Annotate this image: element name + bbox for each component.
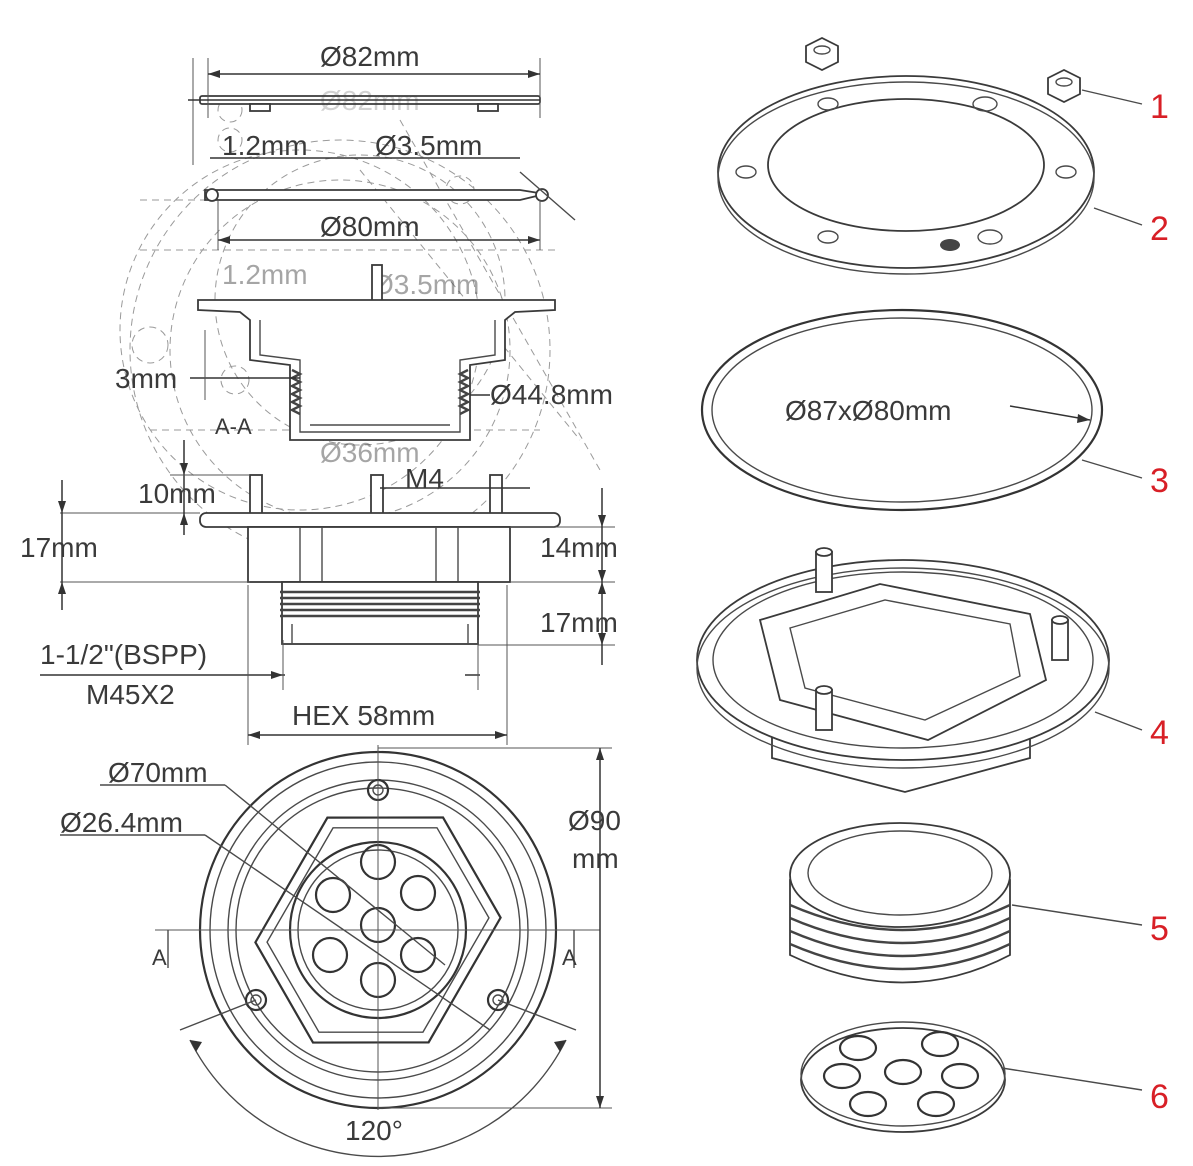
o-ring-dimension: Ø87xØ80mm bbox=[785, 395, 952, 426]
callout-1: 1 bbox=[1150, 88, 1169, 126]
dim-outer-diameter-90-unit: mm bbox=[572, 843, 619, 874]
callout-4: 4 bbox=[1150, 714, 1169, 752]
bottom-view bbox=[60, 745, 612, 1158]
dim-hole-diameter: Ø3.5mm bbox=[375, 130, 482, 161]
dim-thread-spec: 1-1/2"(BSPP) bbox=[40, 639, 207, 670]
dim-hex-size: HEX 58mm bbox=[292, 700, 435, 731]
part-2-mounting-ring bbox=[717, 75, 1143, 275]
dim-thread-metric: M45X2 bbox=[86, 679, 175, 710]
section-mark-right: A bbox=[562, 945, 577, 970]
callout-5: 5 bbox=[1150, 910, 1169, 948]
dim-total-height: 17mm bbox=[20, 532, 98, 563]
dim-stud-height: 10mm bbox=[138, 478, 216, 509]
dim-bore-ghost: Ø36mm bbox=[320, 437, 420, 468]
dim-depth: 3mm bbox=[115, 363, 177, 394]
section-label: A-A bbox=[215, 414, 252, 439]
dim-bore: Ø44.8mm bbox=[490, 379, 613, 410]
callout-2: 2 bbox=[1150, 210, 1169, 248]
dim-bottom-hole-diameter: Ø26.4mm bbox=[60, 807, 183, 838]
part-6-grommet-plate bbox=[800, 1021, 1143, 1133]
top-dimension-lines bbox=[188, 58, 541, 250]
side-view bbox=[40, 440, 615, 745]
dim-plate-thickness-ghost: 1.2mm bbox=[222, 259, 308, 290]
dim-thread-length: 17mm bbox=[540, 607, 618, 638]
dim-angle: 120° bbox=[345, 1115, 403, 1146]
dim-hole-diameter-ghost: Ø3.5mm bbox=[372, 269, 479, 300]
callout-6: 6 bbox=[1150, 1078, 1169, 1116]
callout-3: 3 bbox=[1150, 462, 1169, 500]
dim-inner-diameter: Ø80mm bbox=[320, 211, 420, 242]
section-mark-left: A bbox=[152, 945, 167, 970]
part-4-hex-housing bbox=[696, 547, 1143, 793]
part-5-threaded-insert bbox=[789, 822, 1143, 984]
dim-hex-height: 14mm bbox=[540, 532, 618, 563]
dim-outer-diameter-90: Ø90 bbox=[568, 805, 621, 836]
thread-lines bbox=[280, 590, 480, 618]
section-view bbox=[190, 264, 556, 441]
dim-bottom-inner-diameter: Ø70mm bbox=[108, 757, 208, 788]
part-3-o-ring bbox=[700, 308, 1143, 512]
dim-outer-diameter: Ø82mm bbox=[320, 41, 420, 72]
dim-outer-diameter-ghost: Ø82mm bbox=[320, 85, 420, 116]
dim-stud-thread: M4 bbox=[405, 463, 444, 494]
dim-plate-thickness: 1.2mm bbox=[222, 130, 308, 161]
